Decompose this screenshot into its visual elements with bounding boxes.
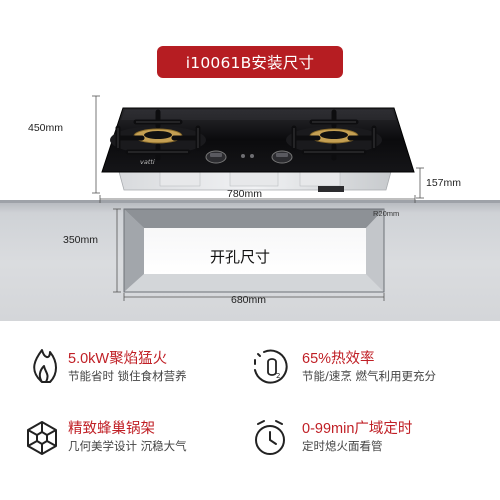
hob-dimension-lines (92, 95, 424, 203)
feature-1-desc: 节能省时 锁住食材营养 (68, 369, 187, 383)
title-text: i10061B安装尺寸 (185, 54, 315, 72)
flame-icon (33, 349, 57, 383)
cutout-size-label: 开孔尺寸 (210, 248, 271, 266)
cutout-width-label: 680mm (231, 294, 267, 306)
svg-text:2: 2 (276, 372, 280, 380)
timer-display (241, 154, 254, 158)
feature-2-title: 65%热效率 (302, 351, 375, 367)
left-knob (205, 150, 227, 164)
hob-width-label: 780mm (227, 188, 263, 200)
feature-3-title: 精致蜂巢锅架 (68, 421, 155, 437)
feature-1-title: 5.0kW聚焰猛火 (68, 351, 168, 367)
efficiency-icon: 2 (254, 349, 288, 384)
hob-depth-label: 157mm (426, 177, 462, 189)
feature-3-desc: 几何美学设计 沉稳大气 (68, 439, 187, 453)
feature-2-desc: 节能/速烹 燃气利用更充分 (302, 369, 437, 383)
right-knob (271, 150, 293, 164)
left-burner (110, 109, 206, 161)
feature-4-desc: 定时熄火面看管 (302, 439, 383, 453)
cutout-box (123, 208, 385, 293)
hob-height-label: 450mm (28, 122, 64, 134)
corner-radius-label: R20mm (373, 209, 400, 218)
hob-underbody (117, 167, 393, 192)
band-divider (0, 200, 500, 204)
cutout-height-label: 350mm (63, 234, 99, 246)
honeycomb-cube-icon (27, 421, 57, 455)
right-burner (286, 109, 382, 161)
feature-4-title: 0-99min广域定时 (302, 421, 413, 437)
title-banner: i10061B安装尺寸 (157, 46, 343, 78)
brand-mark: vatti (140, 158, 155, 166)
cutout-dimension-lines (113, 208, 385, 301)
clock-icon (255, 420, 285, 455)
